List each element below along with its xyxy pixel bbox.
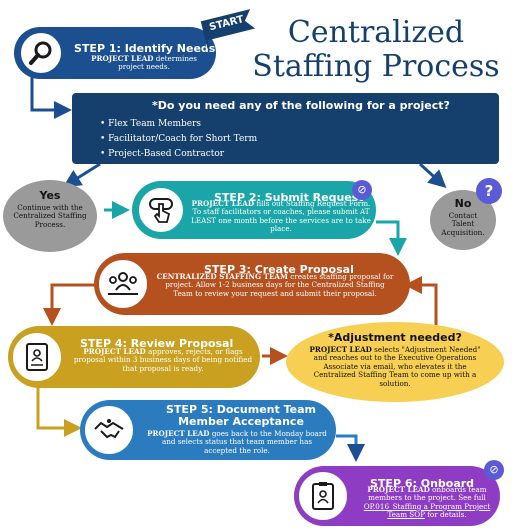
step3-lead: CENTRALIZED STAFFING TEAM bbox=[156, 272, 288, 281]
search-icon bbox=[29, 41, 52, 65]
step3-body: creates staffing proposal for project. A… bbox=[165, 272, 394, 298]
step3-title: STEP 3: Create Proposal bbox=[204, 263, 354, 276]
step6-title: STEP 6: Onboard bbox=[370, 477, 475, 490]
step1-title: STEP 1: Identify Needs bbox=[74, 42, 216, 55]
step5-icon-circle bbox=[82, 403, 136, 457]
step3-text: CENTRALIZED STAFFING TEAM creates staffi… bbox=[156, 272, 394, 298]
sop-link[interactable]: OP.016_Staffing a Program Project Team S… bbox=[363, 501, 491, 520]
step2-icon-circle bbox=[136, 185, 186, 235]
step6-lead: PROJECT LEAD bbox=[367, 485, 430, 494]
title-line-1: Centralized bbox=[287, 15, 465, 50]
step6-text: PROJECT LEAD onboards team members to th… bbox=[356, 485, 498, 520]
step1-icon-circle bbox=[18, 30, 64, 76]
arrow-step3-step4 bbox=[43, 283, 96, 326]
arrow-step5-step6 bbox=[336, 434, 365, 462]
step4-title: STEP 4: Review Proposal bbox=[80, 337, 234, 350]
onboard-icon bbox=[312, 482, 334, 510]
arrow-question-yes bbox=[62, 162, 101, 188]
step2-title: STEP 2: Submit Request bbox=[214, 191, 364, 204]
yes-circle: Yes Continue with the Centralized Staffi… bbox=[3, 180, 97, 252]
question-box: *Do you need any of the following for a … bbox=[72, 93, 499, 164]
step2-body: fills out Staffing Request Form. To staf… bbox=[191, 199, 371, 234]
adjust-body: selects "Adjustment Needed" and reaches … bbox=[313, 345, 481, 388]
title-line-2: Staffing Process bbox=[252, 49, 500, 84]
no-text: Contact Talent Acquisition. bbox=[441, 211, 485, 237]
step2-link-icon[interactable]: ⊘ bbox=[352, 180, 372, 200]
team-icon bbox=[108, 272, 138, 295]
step5-title-line-1: STEP 5: Document Team bbox=[166, 403, 316, 416]
touch-icon bbox=[149, 198, 173, 223]
adjust-text: PROJECT LEAD selects "Adjustment Needed"… bbox=[305, 345, 485, 388]
step3-icon-circle bbox=[96, 257, 150, 311]
question-icon: ? bbox=[476, 178, 502, 204]
step5-lead: PROJECT LEAD bbox=[147, 429, 210, 438]
yes-text: Continue with the Centralized Staffing P… bbox=[13, 203, 87, 229]
step5-title: STEP 5: Document Team Member Acceptance bbox=[152, 404, 330, 428]
question-list: • Flex Team Members • Facilitator/Coach … bbox=[100, 117, 257, 162]
adjust-title: *Adjustment needed? bbox=[328, 331, 462, 344]
yes-title: Yes bbox=[39, 189, 61, 202]
step1-lead: PROJECT LEAD bbox=[91, 54, 154, 63]
step4-icon-circle bbox=[10, 330, 64, 384]
step5-text: PROJECT LEAD goes back to the Monday boa… bbox=[146, 429, 328, 455]
question-item: • Facilitator/Coach for Short Term bbox=[100, 134, 258, 144]
step6-icon-circle bbox=[296, 469, 350, 523]
step5-title-line-2: Member Acceptance bbox=[178, 415, 304, 428]
step1-body: determines project needs. bbox=[118, 54, 197, 72]
step6-body-end: for details. bbox=[424, 510, 467, 520]
step1-text: PROJECT LEAD determines project needs. bbox=[84, 54, 204, 72]
step4-text: PROJECT LEAD approves, rejects, or flags… bbox=[70, 347, 256, 373]
step6-body: onboards team members to the project. Se… bbox=[368, 485, 487, 503]
step5-body: goes back to the Monday board and select… bbox=[161, 429, 327, 455]
arrow-step4-step5 bbox=[36, 388, 82, 437]
adjust-lead: PROJECT LEAD bbox=[309, 345, 372, 354]
step6-link-icon[interactable]: ⊘ bbox=[484, 460, 504, 480]
start-flag: START bbox=[199, 5, 264, 49]
arrow-step1-question bbox=[30, 70, 72, 119]
page-title: Centralized Staffing Process bbox=[245, 16, 507, 84]
question-title: *Do you need any of the following for a … bbox=[152, 99, 450, 112]
arrow-adjust-step3 bbox=[404, 276, 438, 325]
step4-body: approves, rejects, or flags proposal wit… bbox=[73, 347, 253, 373]
question-item: • Project-Based Contractor bbox=[100, 149, 225, 159]
document-icon bbox=[26, 343, 48, 371]
handshake-icon bbox=[94, 419, 124, 439]
no-title: No bbox=[454, 197, 472, 210]
adjust-circle: *Adjustment needed? PROJECT LEAD selects… bbox=[286, 322, 504, 402]
step4-lead: PROJECT LEAD bbox=[83, 347, 146, 356]
arrow-step2-step3 bbox=[376, 220, 407, 256]
question-item: • Flex Team Members bbox=[100, 119, 202, 129]
arrow-question-no bbox=[418, 162, 447, 189]
step2-lead: PROJECT LEAD bbox=[191, 199, 255, 208]
step2-text: PROJECT LEAD fills out Staffing Request … bbox=[188, 199, 374, 234]
